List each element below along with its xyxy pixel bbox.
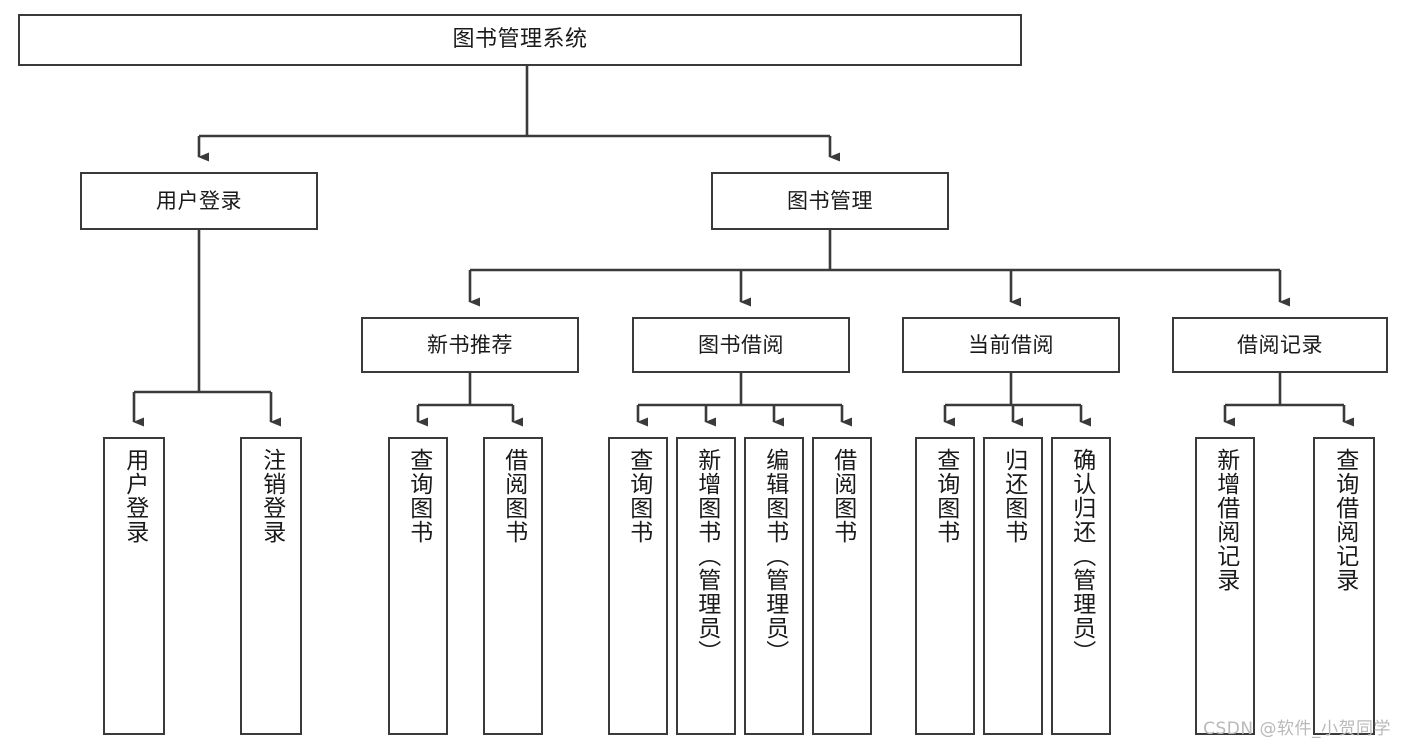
node-leaf-confirm-return[interactable]: 确认归还（管理员） <box>1051 437 1111 735</box>
node-label: 借阅图书 <box>500 448 527 544</box>
node-label: 新书推荐 <box>427 332 513 357</box>
node-label: 查询图书 <box>932 448 959 544</box>
node-label: 图书管理系统 <box>452 27 588 53</box>
node-label: 新增图书（管理员） <box>693 448 720 664</box>
node-leaf-add-book[interactable]: 新增图书（管理员） <box>676 437 736 735</box>
node-label: 图书借阅 <box>698 332 784 357</box>
node-leaf-add-record[interactable]: 新增借阅记录 <box>1195 437 1255 735</box>
node-label: 查询图书 <box>625 448 652 544</box>
node-book-manage[interactable]: 图书管理 <box>711 172 949 230</box>
node-current-borrow[interactable]: 当前借阅 <box>902 317 1120 373</box>
node-leaf-user-login[interactable]: 用户登录 <box>103 437 165 735</box>
node-label: 归还图书 <box>1000 448 1027 544</box>
node-leaf-edit-book[interactable]: 编辑图书（管理员） <box>744 437 804 735</box>
node-leaf-borrow-book-brw[interactable]: 借阅图书 <box>812 437 872 735</box>
node-label: 确认归还（管理员） <box>1068 448 1095 664</box>
node-label: 查询图书 <box>405 448 432 544</box>
node-leaf-borrow-book-rec[interactable]: 借阅图书 <box>483 437 543 735</box>
node-label: 借阅记录 <box>1237 332 1323 357</box>
node-label: 图书管理 <box>787 188 873 213</box>
node-label: 注销登录 <box>258 448 285 544</box>
node-root[interactable]: 图书管理系统 <box>18 14 1022 66</box>
node-label: 查询借阅记录 <box>1331 448 1358 592</box>
watermark-text: CSDN @软件_小贺同学 <box>1203 719 1391 739</box>
node-new-book-rec[interactable]: 新书推荐 <box>361 317 579 373</box>
node-user-login[interactable]: 用户登录 <box>80 172 318 230</box>
node-label: 当前借阅 <box>968 332 1054 357</box>
node-leaf-query-book-rec[interactable]: 查询图书 <box>388 437 448 735</box>
node-book-borrow[interactable]: 图书借阅 <box>632 317 850 373</box>
node-leaf-query-book-cur[interactable]: 查询图书 <box>915 437 975 735</box>
node-label: 新增借阅记录 <box>1212 448 1239 592</box>
node-label: 用户登录 <box>156 188 242 213</box>
node-leaf-return-book[interactable]: 归还图书 <box>983 437 1043 735</box>
node-borrow-record[interactable]: 借阅记录 <box>1172 317 1388 373</box>
node-leaf-user-logout[interactable]: 注销登录 <box>240 437 302 735</box>
node-leaf-query-record[interactable]: 查询借阅记录 <box>1313 437 1375 735</box>
node-label: 用户登录 <box>121 448 148 544</box>
node-label: 编辑图书（管理员） <box>761 448 788 664</box>
node-leaf-query-book-brw[interactable]: 查询图书 <box>608 437 668 735</box>
node-label: 借阅图书 <box>829 448 856 544</box>
